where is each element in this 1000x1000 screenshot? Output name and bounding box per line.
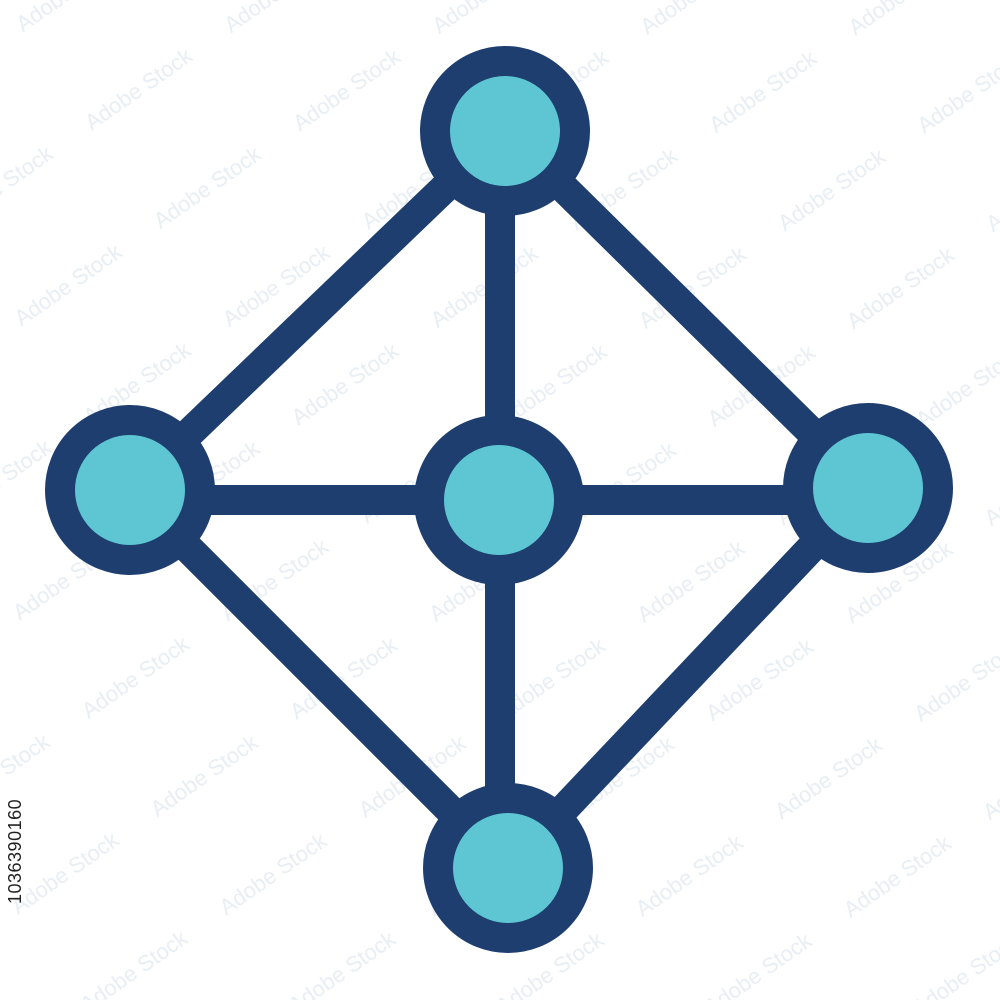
edge-top-left	[115, 115, 520, 505]
node-right	[783, 403, 953, 573]
stock-id-label: 1036390160	[5, 798, 25, 904]
node-bottom	[423, 783, 593, 953]
node-center	[414, 415, 584, 585]
node-top	[420, 46, 590, 216]
edge-left-bottom	[115, 475, 523, 883]
node-left	[45, 405, 215, 575]
edge-right-bottom	[493, 473, 883, 883]
